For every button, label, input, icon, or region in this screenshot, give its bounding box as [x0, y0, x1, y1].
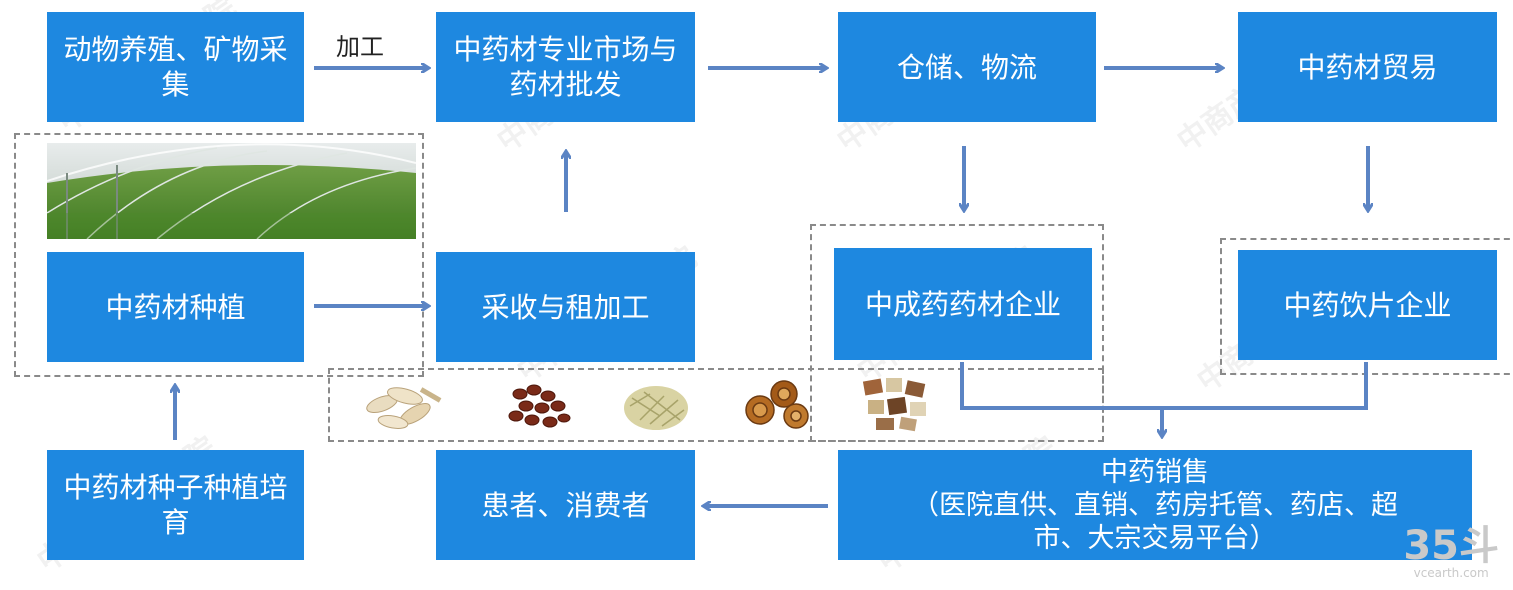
slices-company-label: 中药饮片企业: [1283, 288, 1452, 322]
tcm-sales-title: 中药销售: [1101, 456, 1209, 488]
corner-logo-site: vcearth.com: [1413, 566, 1489, 580]
harvest-processing-box: 采收与租加工: [436, 252, 695, 362]
patients-consumers-box: 患者、消费者: [436, 450, 695, 560]
slices-company-box: 中药饮片企业: [1238, 250, 1497, 360]
greenhouse-photo: [47, 143, 416, 239]
seed-cultivation-box: 中药材种子种植培育: [47, 450, 304, 560]
tcm-sales-detail-line1: （医院直供、直销、药房托管、药店、超: [912, 489, 1398, 521]
tcm-sales-detail-line2: 市、大宗交易平台）: [1033, 522, 1277, 554]
mushroom-herb: [738, 372, 818, 440]
line-tcm-company-to-merge: [960, 362, 1368, 410]
patients-consumers-label: 患者、消费者: [481, 488, 650, 522]
animal-mineral-label: 动物养殖、矿物采集: [63, 33, 288, 101]
harvest-processing-label: 采收与租加工: [481, 290, 650, 324]
sliced-root-herb: [360, 374, 450, 440]
herb-pieces: [858, 372, 938, 440]
tcm-sales-box: 中药销售 （医院直供、直销、药房托管、药店、超 市、大宗交易平台）: [838, 450, 1472, 560]
herb-planting-label: 中药材种植: [105, 290, 246, 324]
market-wholesale-box: 中药材专业市场与药材批发: [436, 12, 695, 122]
herb-planting-box: 中药材种植: [47, 252, 304, 362]
storage-logistics-label: 仓储、物流: [896, 50, 1037, 84]
planting-group-frame: [14, 133, 424, 377]
animal-mineral-box: 动物养殖、矿物采集: [47, 12, 304, 122]
corner-logo: 35斗 vcearth.com: [1403, 526, 1499, 580]
storage-logistics-box: 仓储、物流: [838, 12, 1096, 122]
dried-leaf-herb: [620, 376, 692, 440]
market-wholesale-label: 中药材专业市场与药材批发: [453, 33, 678, 101]
herb-trade-box: 中药材贸易: [1238, 12, 1497, 122]
herb-trade-label: 中药材贸易: [1297, 50, 1438, 84]
tcm-company-label: 中成药药材企业: [864, 287, 1061, 321]
seed-cultivation-label: 中药材种子种植培育: [63, 471, 288, 539]
processing-edge-label: 加工: [336, 33, 384, 61]
seed-herb: [500, 376, 580, 440]
tcm-company-frame: [810, 224, 1104, 442]
tcm-company-box: 中成药药材企业: [834, 248, 1092, 360]
corner-logo-mark: 35斗: [1403, 523, 1499, 569]
